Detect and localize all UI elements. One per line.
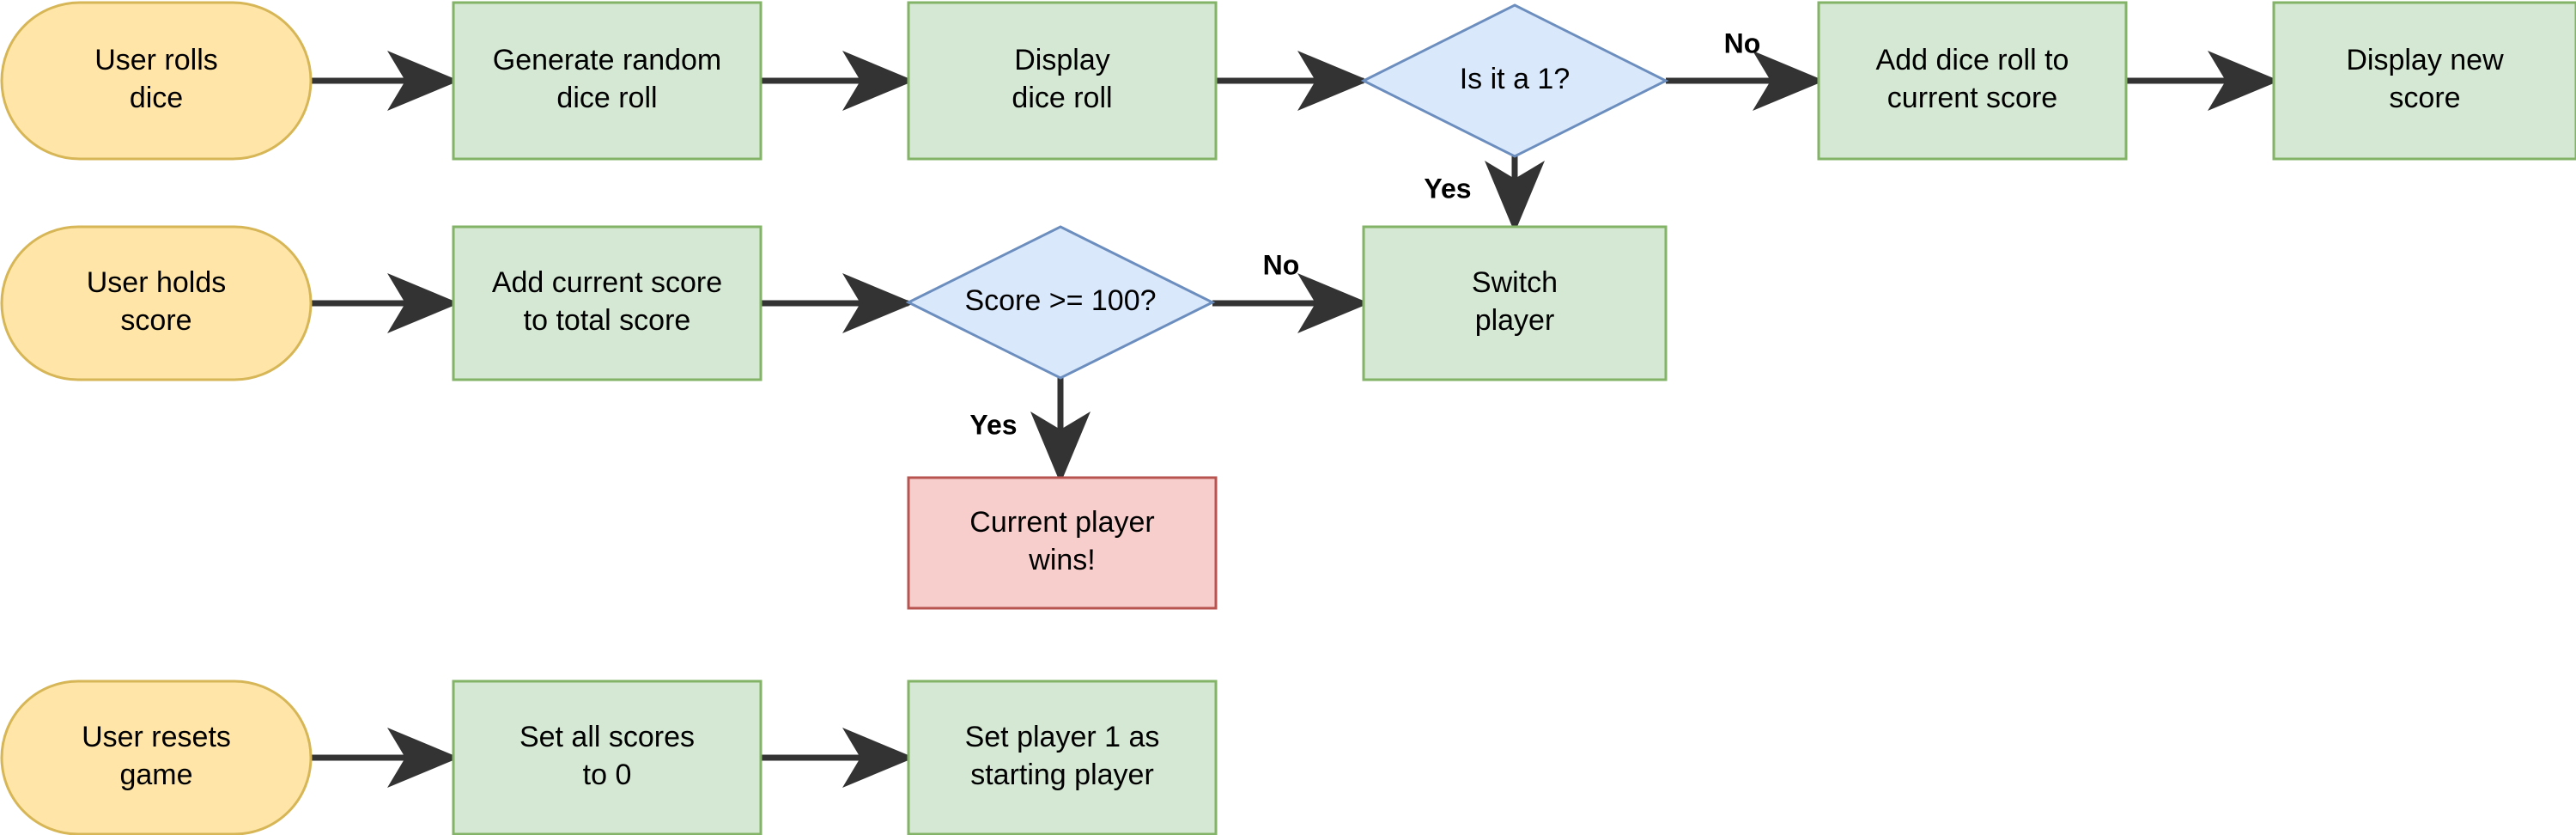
node-label-line2: score [2389, 82, 2460, 114]
node-label-line1: Current player [969, 506, 1154, 539]
node-user-resets-game[interactable]: User resets game [0, 680, 313, 835]
process-shape[interactable] [1362, 225, 1668, 381]
node-label-line2: player [1475, 304, 1555, 337]
node-add-dice-roll-to-current-score[interactable]: Add dice roll to current score [1817, 1, 2128, 161]
node-label-line1: Add dice roll to [1876, 44, 2069, 76]
node-label-line2: dice [130, 82, 183, 114]
edge-is-it-a-1-to-switch-player: Yes [1424, 156, 1545, 233]
process-shape[interactable] [907, 680, 1218, 835]
node-label-line1: Score >= 100? [964, 284, 1156, 317]
node-add-current-score-to-total-score[interactable]: Add current score to total score [452, 225, 762, 381]
node-user-holds-score[interactable]: User holds score [0, 225, 313, 381]
process-shape[interactable] [907, 1, 1218, 161]
node-label-line1: Display [1014, 44, 1109, 76]
process-shape[interactable] [452, 225, 762, 381]
process-shape[interactable] [452, 680, 762, 835]
node-user-rolls-dice[interactable]: User rolls dice [0, 1, 313, 161]
edge-score-gte-100-to-current-player-wins: Yes [969, 378, 1091, 484]
process-shape[interactable] [452, 1, 762, 161]
terminal-shape[interactable] [0, 1, 313, 161]
edge-is-it-a-1-to-add-dice-roll-to-current-score: No [1666, 27, 1825, 111]
node-label-line2: dice roll [1012, 82, 1112, 114]
node-label-line1: User rolls [94, 44, 218, 76]
terminal-shape[interactable] [0, 225, 313, 381]
node-label-line2: score [120, 304, 191, 337]
result-shape[interactable] [907, 476, 1218, 610]
node-label-line2: to 0 [583, 759, 632, 791]
node-display-dice-roll[interactable]: Display dice roll [907, 1, 1218, 161]
process-shape[interactable] [1817, 1, 2128, 161]
decision-diamond[interactable] [1360, 3, 1669, 158]
node-label-line1: Set player 1 as [965, 721, 1160, 753]
node-label-line1: User holds [87, 266, 227, 299]
edge-label-no: No [1263, 249, 1300, 280]
node-label-line2: game [119, 759, 192, 791]
decision-diamond[interactable] [905, 225, 1216, 380]
node-set-player-1-as-starting-player[interactable]: Set player 1 as starting player [907, 680, 1218, 835]
node-set-all-scores-to-0[interactable]: Set all scores to 0 [452, 680, 762, 835]
node-label-line2: to total score [524, 304, 691, 337]
node-label-line1: Switch [1472, 266, 1558, 299]
edge-label-yes: Yes [1424, 173, 1471, 204]
node-is-it-a-1[interactable]: Is it a 1? [1360, 3, 1669, 158]
node-label-line1: Add current score [492, 266, 722, 299]
node-label-line2: wins! [1028, 544, 1095, 576]
process-shape[interactable] [2272, 1, 2576, 161]
edge-label-no: No [1724, 27, 1761, 58]
node-label-line2: dice roll [556, 82, 657, 114]
terminal-shape[interactable] [0, 680, 313, 835]
node-generate-random-dice-roll[interactable]: Generate random dice roll [452, 1, 762, 161]
node-display-new-score[interactable]: Display new score [2272, 1, 2576, 161]
edge-score-gte-100-to-switch-player: No [1212, 249, 1370, 333]
node-label-line1: Generate random [493, 44, 722, 76]
node-current-player-wins[interactable]: Current player wins! [907, 476, 1218, 610]
edge-label-yes: Yes [969, 409, 1017, 440]
node-score-gte-100[interactable]: Score >= 100? [905, 225, 1216, 380]
node-label-line1: Display new [2346, 44, 2504, 76]
node-label-line1: Set all scores [519, 721, 695, 753]
node-label-line2: current score [1887, 82, 2057, 114]
node-switch-player[interactable]: Switch player [1362, 225, 1668, 381]
node-label-line1: User resets [82, 721, 231, 753]
node-label-line2: starting player [970, 759, 1154, 791]
node-label-line1: Is it a 1? [1460, 63, 1571, 95]
